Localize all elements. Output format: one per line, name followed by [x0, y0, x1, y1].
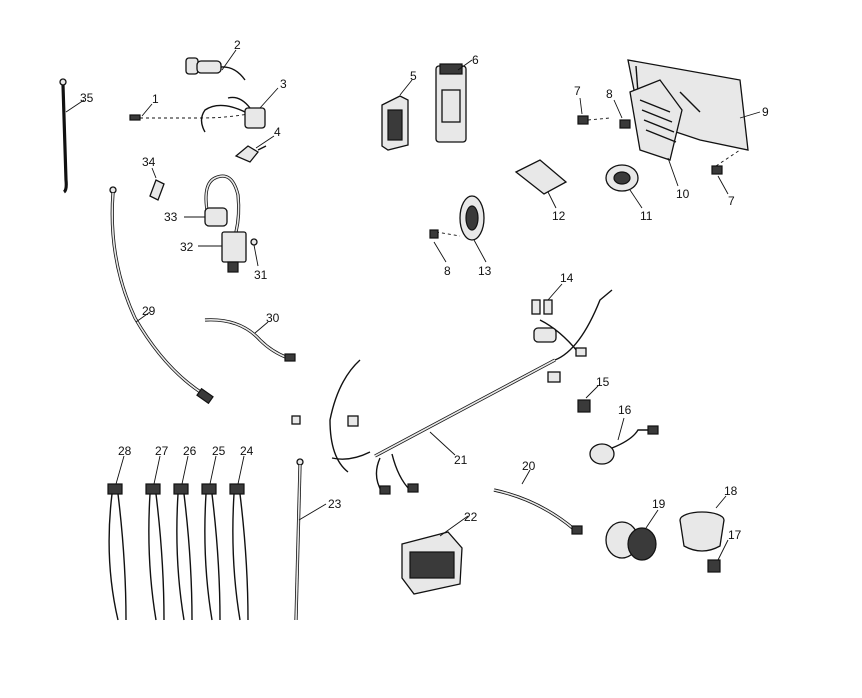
callout-8a: 8 — [606, 87, 613, 101]
callout-33: 33 — [164, 210, 178, 224]
callout-7b: 7 — [728, 194, 735, 208]
callout-11: 11 — [640, 209, 653, 223]
part-pigtail-26 — [173, 455, 193, 621]
part-lead-30 — [204, 318, 296, 362]
part-nut-15 — [577, 385, 599, 413]
callout-3: 3 — [280, 77, 287, 91]
part-module-5 — [381, 79, 413, 151]
callout-18: 18 — [724, 484, 738, 498]
part-cable-23 — [294, 458, 327, 621]
callout-20: 20 — [522, 459, 536, 473]
part-module-6 — [435, 59, 473, 143]
part-switch-2 — [185, 49, 246, 81]
callout-4: 4 — [274, 125, 281, 139]
callout-7a: 7 — [574, 84, 581, 98]
part-pigtail-28 — [107, 455, 127, 621]
callout-16: 16 — [618, 403, 632, 417]
callout-27: 27 — [155, 444, 169, 458]
part-screw-8a — [613, 99, 631, 129]
part-sensor-16 — [589, 417, 659, 465]
part-battery-22 — [401, 515, 469, 595]
callout-9: 9 — [762, 105, 769, 119]
callout-1: 1 — [152, 92, 159, 106]
callout-5: 5 — [410, 69, 417, 83]
callout-32: 32 — [180, 240, 194, 254]
part-ignition-coil-32-33 — [184, 174, 259, 273]
part-regulator-10 — [629, 79, 683, 187]
callout-26: 26 — [183, 444, 197, 458]
part-wiring-harness-21 — [291, 289, 613, 495]
callout-23: 23 — [328, 497, 342, 511]
callout-29: 29 — [142, 304, 156, 318]
part-grommet-19 — [605, 509, 659, 561]
part-fuse-holder-14 — [531, 283, 563, 343]
callout-14: 14 — [560, 271, 574, 285]
part-connector-4 — [234, 135, 275, 163]
callout-21: 21 — [454, 453, 468, 467]
callout-8b: 8 — [444, 264, 451, 278]
part-lead-20 — [493, 469, 583, 535]
callout-31: 31 — [254, 268, 268, 282]
callout-28: 28 — [118, 444, 132, 458]
part-strap-35 — [59, 78, 85, 194]
part-wire-1 — [129, 103, 249, 121]
part-nut-17 — [707, 539, 729, 573]
part-horn-13 — [429, 195, 487, 263]
part-pigtail-24 — [229, 455, 249, 621]
callout-25: 25 — [212, 444, 226, 458]
callout-24: 24 — [240, 444, 254, 458]
callout-19: 19 — [652, 497, 666, 511]
callout-6: 6 — [472, 53, 479, 67]
callout-30: 30 — [266, 311, 280, 325]
callout-35: 35 — [80, 91, 94, 105]
callout-17: 17 — [728, 528, 742, 542]
part-cable-29 — [109, 186, 214, 405]
part-pigtail-27 — [145, 455, 165, 621]
callout-22: 22 — [464, 510, 478, 524]
part-cover-12 — [514, 159, 568, 209]
part-housing-18 — [679, 495, 727, 552]
callout-15: 15 — [596, 375, 610, 389]
callout-34: 34 — [142, 155, 156, 169]
callout-10: 10 — [676, 187, 690, 201]
part-screw-7a — [577, 97, 611, 125]
part-bracket-34 — [149, 167, 165, 201]
callout-labels: 1 2 3 4 5 6 7 7 8 8 9 10 11 12 13 14 15 … — [80, 38, 769, 542]
callout-12: 12 — [552, 209, 566, 223]
part-knob-11 — [605, 164, 643, 209]
part-relay-3 — [200, 87, 279, 133]
callout-13: 13 — [478, 264, 492, 278]
part-pigtail-25 — [201, 455, 221, 621]
callout-2: 2 — [234, 38, 241, 52]
part-screw-7b — [711, 149, 741, 195]
